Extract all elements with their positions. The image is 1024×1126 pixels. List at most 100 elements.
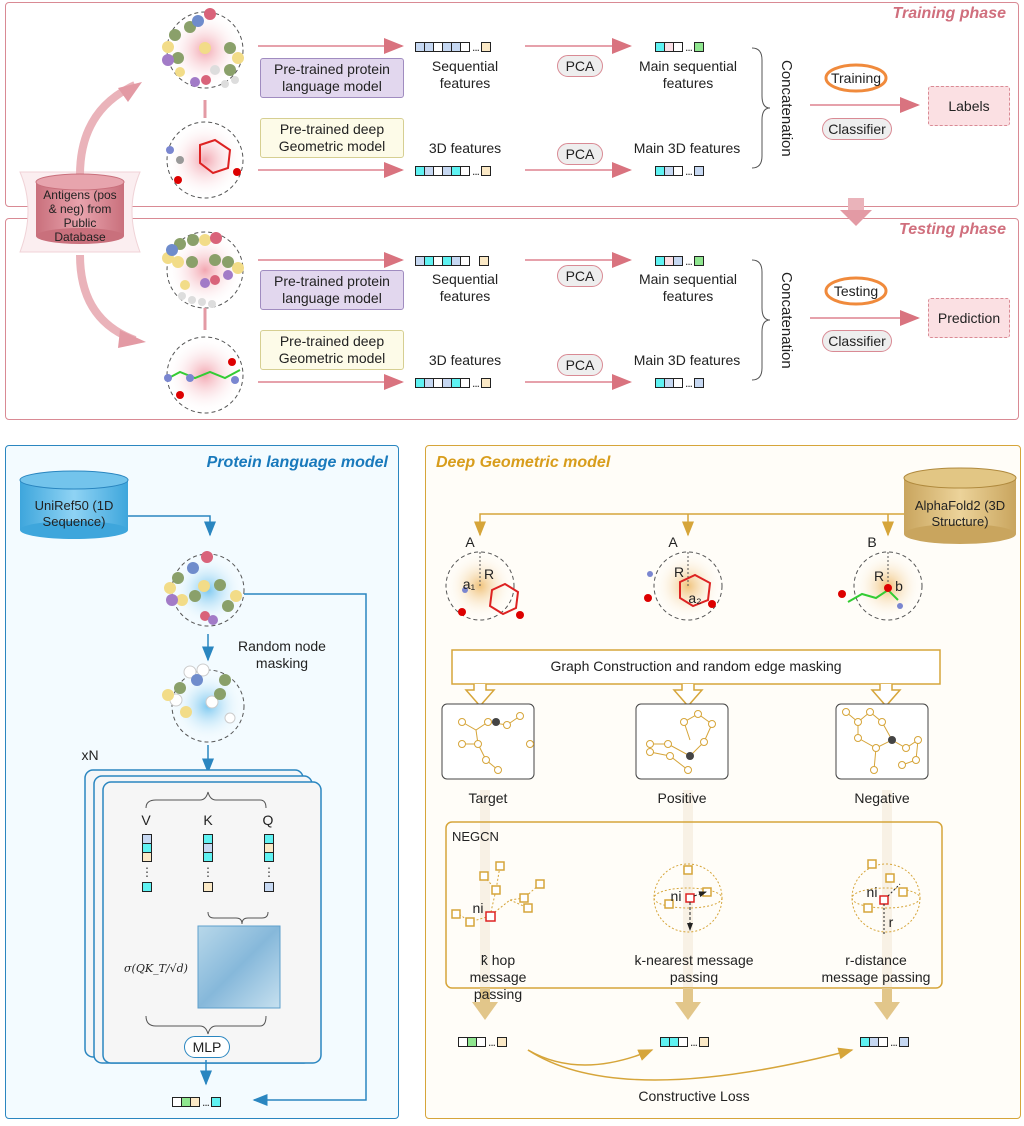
vector-cell [460,378,470,388]
graph-label-target: Target [468,790,508,806]
positive-graph [635,703,729,780]
atom-label-b: b [895,578,903,594]
ellipsis: ... [472,40,480,54]
knearest-diagram [653,863,723,933]
k-label: K [203,812,213,828]
phase-graphics [19,8,920,414]
vector-cell-last [694,166,705,176]
residue-a1-icon [445,551,524,621]
vector-cell-last [141,882,152,892]
ellipsis: ⋮ [141,865,153,879]
vector-cell [673,42,683,52]
mlp-label: MLP [184,1036,230,1058]
attention-heatmap [197,925,281,1009]
geo-box-testing: Pre-trained deep Geometric model [260,330,404,370]
negative-graph [835,703,929,780]
testing-cycle-label: Testing [833,283,879,299]
training-cycle-label: Training [830,70,882,86]
dgm-output-vector-target: ... [458,1035,508,1049]
k-vector: ⋮ [202,834,214,892]
training-phase-title: Training phase [892,5,1006,22]
atom-label-a1: a₁ [462,576,476,592]
seq-feature-vector-testing [415,254,489,268]
vector-cell-last [481,42,492,52]
phase-transition-arrow [848,198,864,210]
node-label-khop: ni [472,900,484,916]
r-label: r [888,914,894,930]
mp-label-khop: k̂ hop message passing [469,952,527,1002]
main-3d-label: Main 3D features [633,140,741,156]
alphafold-label: AlphaFold2 (3D Structure) [914,498,1006,529]
vector-cell [878,1037,888,1047]
graph-construction-label: Graph Construction and random edge maski… [550,658,842,674]
plm-output-vector: ... [172,1095,222,1109]
dgm-output-vector-negative: ... [860,1035,910,1049]
ellipsis: ... [685,254,693,268]
plm-title: Protein language model [206,454,388,471]
q-label: Q [262,812,274,828]
classifier-label: Classifier [822,118,892,140]
v-vector: ⋮ [141,834,153,892]
testing-phase-title: Testing phase [899,221,1006,238]
v-label: V [141,812,151,828]
main-3d-vector-testing: ... [655,376,705,390]
masked-protein-icon [162,663,245,743]
ellipsis: ... [472,164,480,178]
vector-cell-last [694,256,705,266]
geo-box: Pre-trained deep Geometric model [260,118,404,158]
loss-arrow-negative [527,1047,854,1081]
ellipsis: ... [685,376,693,390]
protein-sequence-icon [162,8,244,89]
vector-cell-last [202,882,213,892]
vector-cell-last [481,378,492,388]
testing-cycle-icon [824,276,888,306]
protein-icon-plm [164,551,245,627]
masking-label: Random node masking [238,638,326,671]
vector-cell-last [481,166,492,176]
vector-cell-last [699,1037,710,1047]
concatenation-label-testing: Concatenation [778,272,795,369]
ellipsis: ⋮ [263,865,275,879]
vector-cell [190,1097,200,1107]
3d-features-label: 3D features [428,140,502,156]
plm-box-testing: Pre-trained protein language model [260,270,404,310]
training-cycle-icon [824,63,888,93]
graph-construction-bar [451,649,941,685]
residue-b-icon [838,551,923,621]
vector-cell [202,852,213,862]
concatenation-label: Concatenation [778,60,795,157]
main-seq-label: Main sequential features [638,58,738,91]
ellipsis: ... [488,1035,496,1049]
seq-feature-vector: ... [415,40,492,54]
main-seq-vector: ... [655,40,705,54]
ellipsis: ⋮ [202,865,214,879]
molecule-icon-testing [164,336,244,414]
ellipsis: ... [890,1035,898,1049]
mol-label-1: A [465,534,475,550]
main-seq-label-testing: Main sequential features [638,271,738,304]
ellipsis: ... [685,40,693,54]
vector-cell-last [478,256,489,266]
vector-cell-last [694,378,705,388]
vector-cell [460,256,470,266]
protein-sequence-icon-testing [162,231,244,309]
vector-cell-last [694,42,705,52]
vector-cell-last [497,1037,508,1047]
residue-a2-icon [644,551,723,621]
3d-feature-vector: ... [415,164,492,178]
plm-box: Pre-trained protein language model [260,58,404,98]
uniref-label: UniRef50 (1D Sequence) [34,498,114,529]
uniref-database-icon [19,470,129,539]
vector-cell [263,852,274,862]
attention-formula: σ(QK_T/√d) [124,962,188,975]
node-label-knearest: ni [670,888,682,904]
3d-feature-vector-testing: ... [415,376,492,390]
ellipsis: ... [472,376,480,390]
graph-label-negative: Negative [854,790,910,806]
q-vector: ⋮ [263,834,275,892]
mp-label-knearest: k-nearest message passing [634,952,754,985]
concat-brace [751,47,771,169]
negcn-label: NEGCN [452,829,499,844]
graph-label-positive: Positive [657,790,707,806]
